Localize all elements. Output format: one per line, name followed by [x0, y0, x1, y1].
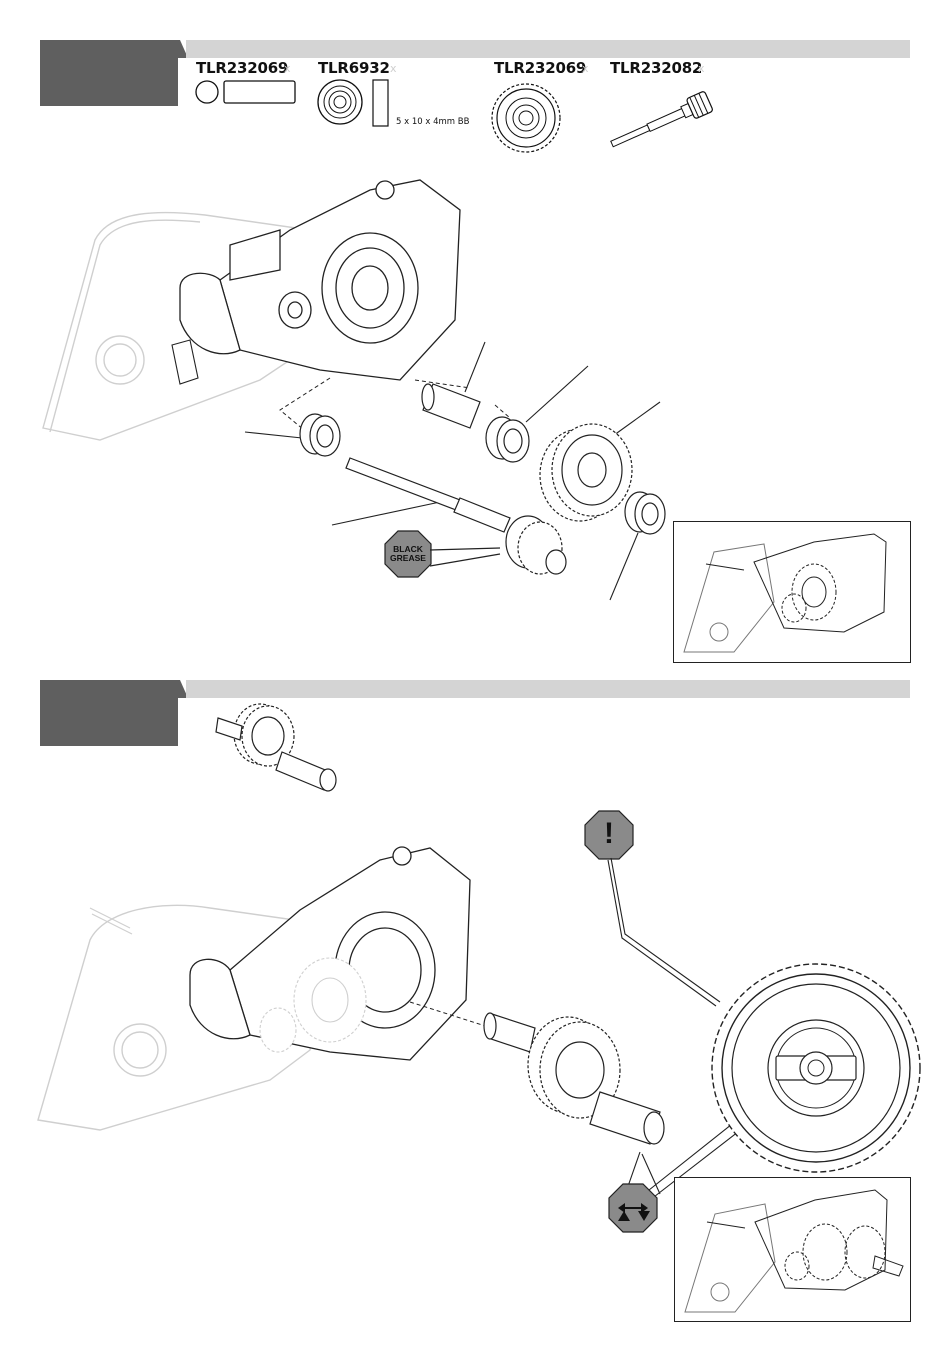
bearing-part: [300, 414, 340, 456]
part-code: TLR232082: [610, 59, 702, 77]
gearbox-housing: [180, 180, 460, 380]
part-code: TLR232069: [196, 59, 288, 77]
part-quantity: x: [390, 62, 397, 75]
step2-completed-inset: [674, 1177, 911, 1322]
bearing-part: [486, 417, 529, 462]
bearing-part: [625, 492, 665, 534]
part-quantity: x: [582, 62, 589, 75]
grease-label: BLACK GREASE: [384, 545, 432, 563]
idler-gear-part-icon: [494, 78, 564, 158]
idler-gear-part: [540, 424, 632, 521]
top-shaft-part-icon: [606, 78, 726, 148]
step2-header-bar: [186, 680, 910, 698]
inset-assembly-drawing: [675, 1178, 910, 1321]
part-quantity: x: [698, 62, 705, 75]
spur-gear-detail-view: [706, 958, 926, 1178]
warning-leader-line: [611, 858, 720, 1002]
transmission-part-icon: [212, 700, 352, 800]
transmission-part: [484, 1013, 664, 1144]
black-grease-callout: BLACK GREASE: [384, 530, 432, 578]
grease-leader-lines: [430, 540, 570, 580]
part-code: TLR6932: [318, 59, 390, 77]
part-code: TLR232069: [494, 59, 586, 77]
part-quantity: x: [284, 62, 291, 75]
ball-bearing-part-icon: [316, 78, 396, 130]
grease-label-line2: GREASE: [390, 553, 426, 563]
inset-assembly-drawing: [674, 522, 910, 662]
step2-number-tab: [40, 680, 178, 746]
step1-header-bar: [186, 40, 910, 58]
step1-completed-inset: [673, 521, 911, 663]
end-play-octagon-icon: [608, 1183, 658, 1233]
step1-exploded-assembly-diagram: [40, 170, 740, 670]
bearing-size-spec: 5 x 10 x 4mm BB: [396, 117, 469, 127]
spacer-part-icon: [194, 78, 304, 108]
step1-number-tab: [40, 40, 178, 106]
spacer-part: [422, 384, 480, 428]
